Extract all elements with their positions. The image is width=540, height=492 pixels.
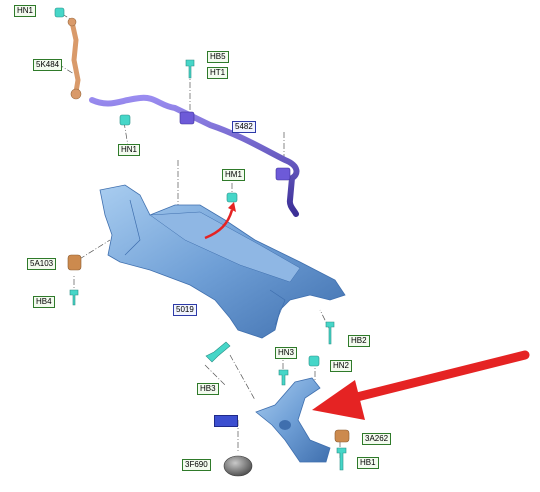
callout-5a103: 5A103 — [27, 258, 57, 270]
callout-hn3: HN3 — [275, 347, 298, 359]
callout-hb1: HB1 — [357, 457, 379, 469]
nut-hn1-top — [54, 7, 65, 18]
stabilizer-link — [67, 17, 82, 100]
annotation-arrows — [204, 202, 530, 420]
callout-3078: 3078 — [214, 415, 238, 427]
nut-hn2 — [308, 355, 320, 367]
front-bushing — [334, 429, 350, 443]
callout-3a262: 3A262 — [362, 433, 392, 445]
callout-5019: 5019 — [173, 304, 197, 316]
subframe — [99, 184, 346, 339]
callout-5k484: 5K484 — [33, 59, 63, 71]
callout-3f690: 3F690 — [182, 459, 211, 471]
bolt-hb2 — [325, 321, 335, 345]
fasteners — [54, 7, 347, 471]
subframe-bushing — [67, 254, 82, 271]
bolt-hb1 — [336, 447, 347, 471]
alignment-lines — [57, 13, 341, 460]
bolt-hn3 — [278, 369, 289, 386]
callout-hb5: HB5 — [207, 51, 229, 63]
bolt-hb4 — [69, 289, 79, 306]
callout-hn1-mid: HN1 — [118, 144, 141, 156]
rear-mount — [223, 455, 253, 477]
lower-control-arm — [255, 377, 331, 463]
callout-hn1-top: HN1 — [14, 5, 37, 17]
callout-hm1: HM1 — [222, 169, 245, 181]
callout-hb4: HB4 — [33, 296, 55, 308]
bolt-hb5 — [185, 59, 195, 79]
callout-hn2: HN2 — [330, 360, 353, 372]
callout-hb2: HB2 — [348, 335, 370, 347]
callout-hb3: HB3 — [197, 383, 219, 395]
callout-ht1: HT1 — [207, 67, 229, 79]
nut-hm1 — [226, 192, 238, 203]
nut-hn1-mid — [119, 114, 131, 126]
callout-5482: 5482 — [232, 121, 256, 133]
bolt-hb3 — [205, 341, 231, 363]
stabilizer-bar — [89, 94, 300, 217]
